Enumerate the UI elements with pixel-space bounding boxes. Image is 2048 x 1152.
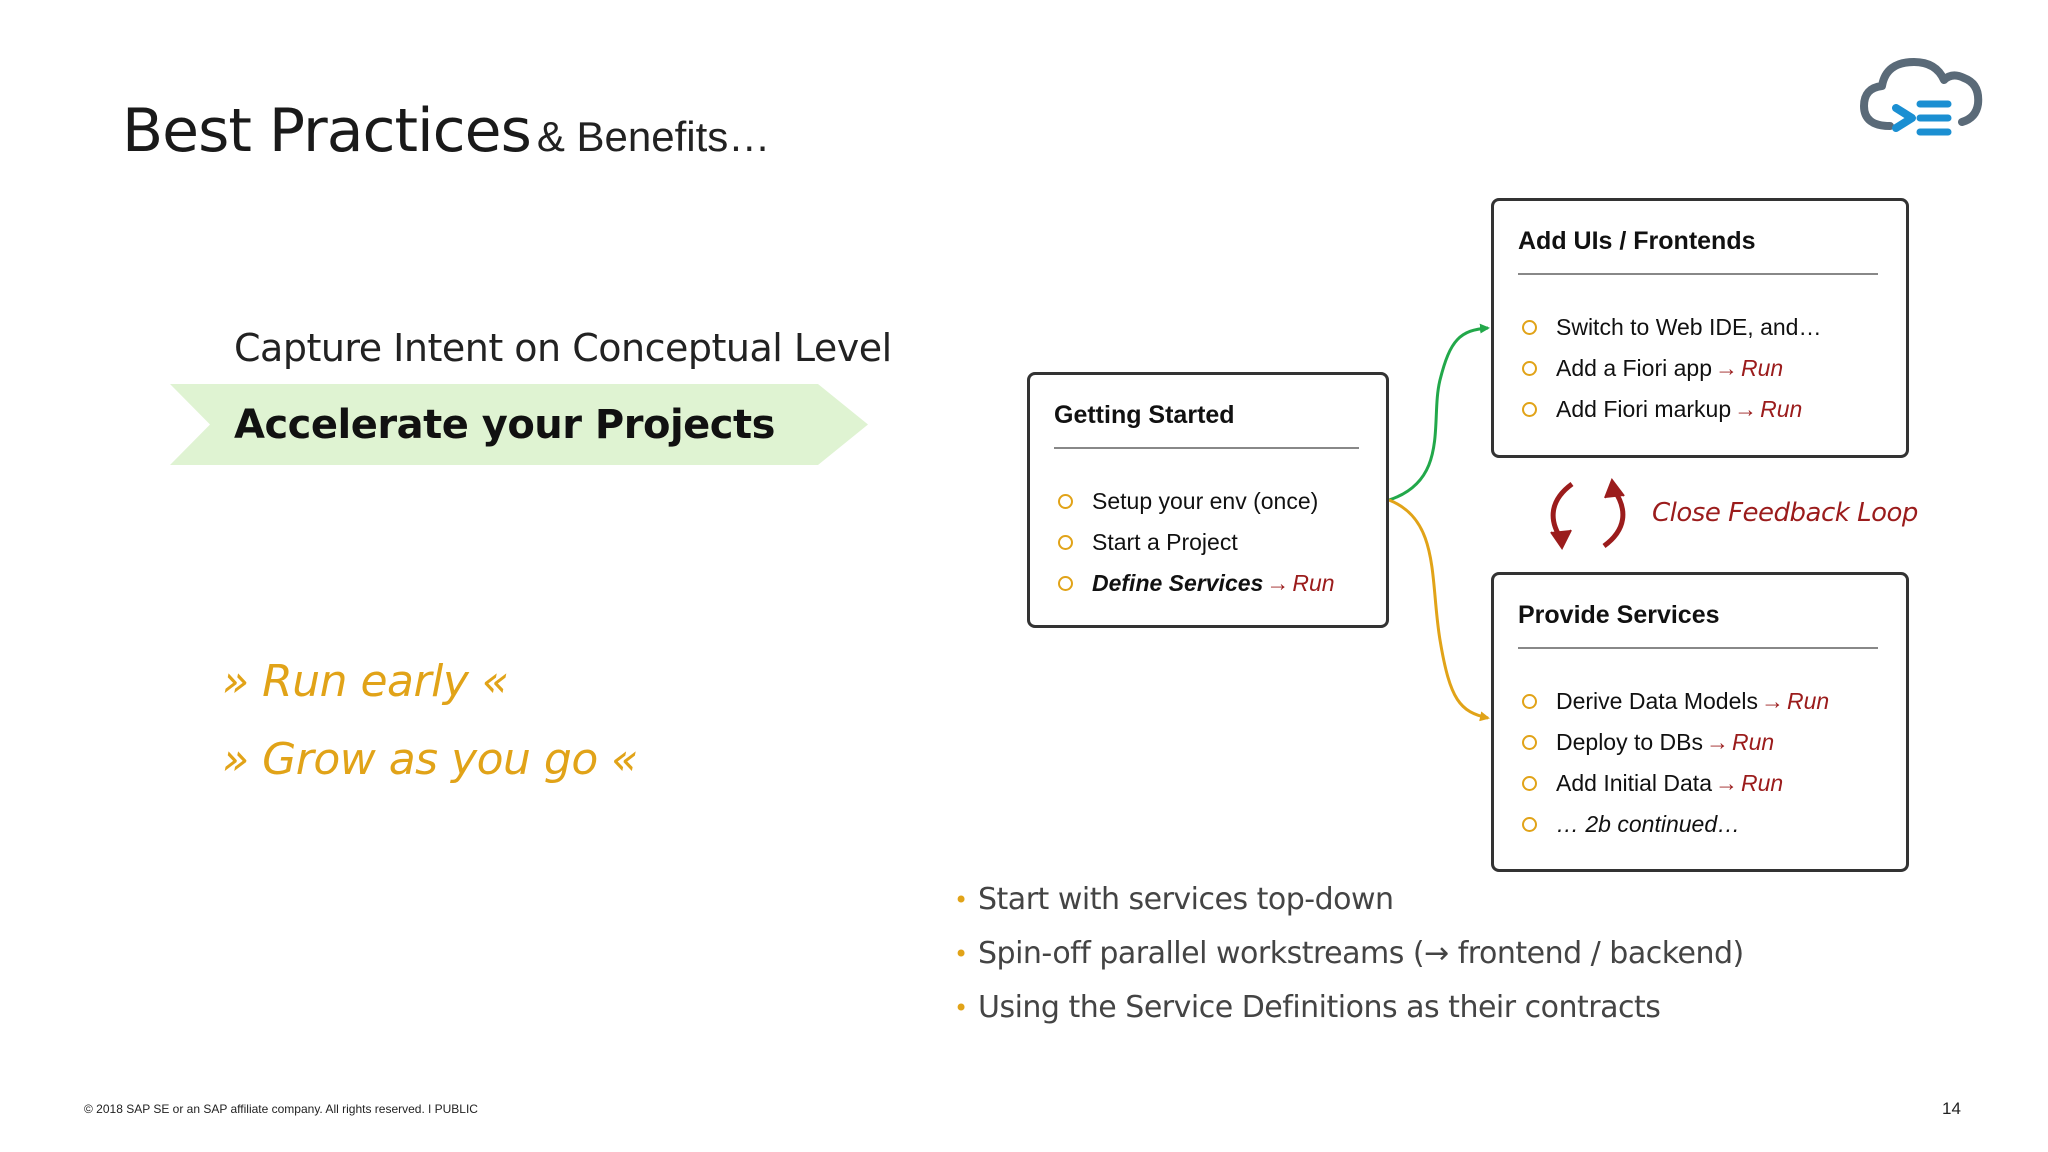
list-item: Add Initial Data→Run bbox=[1518, 763, 1829, 804]
list-item: Switch to Web IDE, and… bbox=[1518, 307, 1821, 348]
circle-outline-icon bbox=[1522, 694, 1537, 709]
bullet-dot-icon: • bbox=[954, 940, 968, 968]
run-label: Run bbox=[1786, 688, 1830, 714]
close-feedback-loop-label: Close Feedback Loop bbox=[1652, 498, 1918, 528]
circle-outline-icon bbox=[1522, 320, 1537, 335]
run-label: Run bbox=[1732, 729, 1775, 755]
bullet-dot-icon: • bbox=[954, 886, 968, 914]
title-main: Best Practices bbox=[122, 96, 532, 166]
slide-title: Best Practices& Benefits… bbox=[122, 96, 770, 166]
circle-outline-icon bbox=[1058, 494, 1073, 509]
list-item: Deploy to DBs→Run bbox=[1518, 722, 1829, 763]
item-label: Add Fiori markup bbox=[1556, 396, 1732, 422]
accelerate-text: Accelerate your Projects bbox=[234, 402, 775, 448]
list-item: Define Services→Run bbox=[1054, 563, 1335, 604]
bullet-dot-icon: • bbox=[954, 994, 968, 1022]
page-number: 14 bbox=[1942, 1099, 1961, 1118]
list-item: Add Fiori markup→Run bbox=[1518, 389, 1821, 430]
motto-run-early: » Run early « bbox=[222, 656, 509, 707]
list-item: Setup your env (once) bbox=[1054, 481, 1335, 522]
list-item: Start a Project bbox=[1054, 522, 1335, 563]
feedback-arrow-down bbox=[1550, 481, 1574, 542]
list-item: Derive Data Models→Run bbox=[1518, 681, 1829, 722]
run-label: Run bbox=[1292, 570, 1335, 596]
circle-outline-icon bbox=[1058, 535, 1073, 550]
item-label: Deploy to DBs bbox=[1556, 729, 1704, 755]
circle-outline-icon bbox=[1522, 361, 1537, 376]
feedback-arrow-up bbox=[1602, 488, 1626, 549]
getting-started-list: Setup your env (once) Start a Project De… bbox=[1054, 481, 1335, 604]
arrow-to-provide-services bbox=[1388, 498, 1490, 722]
motto-grow-as-you-go: » Grow as you go « bbox=[222, 734, 638, 785]
divider bbox=[1054, 447, 1359, 449]
circle-outline-icon bbox=[1522, 402, 1537, 417]
item-label: Switch to Web IDE, and… bbox=[1556, 314, 1822, 340]
list-item: Add a Fiori app→Run bbox=[1518, 348, 1821, 389]
item-label: Derive Data Models bbox=[1556, 688, 1758, 714]
list-item: • Spin-off parallel workstreams (→ fronte… bbox=[952, 930, 1744, 984]
add-uis-box: Add UIs / Frontends Switch to Web IDE, a… bbox=[1491, 198, 1909, 458]
bullet-text: Spin-off parallel workstreams (→ fronten… bbox=[978, 936, 1744, 971]
bullet-list: • Start with services top-down • Spin-off … bbox=[952, 876, 1744, 1038]
getting-started-title: Getting Started bbox=[1054, 401, 1235, 429]
arrow-right-icon: → bbox=[1266, 570, 1290, 596]
item-label: … 2b continued… bbox=[1556, 811, 1741, 837]
add-uis-list: Switch to Web IDE, and… Add a Fiori app→… bbox=[1518, 307, 1821, 430]
capture-intent-text: Capture Intent on Conceptual Level bbox=[234, 326, 892, 370]
footer-copyright: © 2018 SAP SE or an SAP affiliate compan… bbox=[84, 1102, 478, 1116]
divider bbox=[1518, 647, 1878, 649]
item-label: Define Services bbox=[1092, 570, 1264, 596]
accelerate-banner bbox=[170, 384, 868, 465]
arrow-to-add-uis bbox=[1388, 323, 1490, 502]
run-label: Run bbox=[1760, 396, 1803, 422]
getting-started-box: Getting Started Setup your env (once) St… bbox=[1027, 372, 1389, 628]
arrow-right-icon: → bbox=[1714, 355, 1738, 381]
bullet-text: Using the Service Definitions as their c… bbox=[978, 990, 1661, 1025]
divider bbox=[1518, 273, 1878, 275]
arrow-right-icon: → bbox=[1734, 396, 1758, 422]
provide-services-title: Provide Services bbox=[1518, 601, 1720, 629]
run-label: Run bbox=[1740, 770, 1784, 796]
arrow-right-icon: → bbox=[1760, 688, 1784, 714]
circle-outline-icon bbox=[1522, 776, 1537, 791]
circle-outline-icon bbox=[1522, 735, 1537, 750]
item-label: Add Initial Data bbox=[1556, 770, 1712, 796]
arrow-right-icon: → bbox=[1706, 729, 1730, 755]
circle-outline-icon bbox=[1058, 576, 1073, 591]
item-label: Add a Fiori app bbox=[1556, 355, 1712, 381]
list-item: … 2b continued… bbox=[1518, 804, 1829, 845]
item-label: Setup your env (once) bbox=[1092, 488, 1319, 514]
cloud-terminal-icon bbox=[1852, 48, 1992, 148]
title-sub: & Benefits… bbox=[536, 113, 771, 160]
provide-services-list: Derive Data Models→Run Deploy to DBs→Run… bbox=[1518, 681, 1829, 845]
circle-outline-icon bbox=[1522, 817, 1537, 832]
item-label: Start a Project bbox=[1092, 529, 1238, 555]
list-item: • Using the Service Definitions as their … bbox=[952, 984, 1744, 1038]
add-uis-title: Add UIs / Frontends bbox=[1518, 227, 1756, 255]
arrow-right-icon: → bbox=[1714, 770, 1738, 796]
bullet-text: Start with services top-down bbox=[978, 882, 1394, 917]
run-label: Run bbox=[1740, 355, 1784, 381]
list-item: • Start with services top-down bbox=[952, 876, 1744, 930]
provide-services-box: Provide Services Derive Data Models→Run … bbox=[1491, 572, 1909, 872]
